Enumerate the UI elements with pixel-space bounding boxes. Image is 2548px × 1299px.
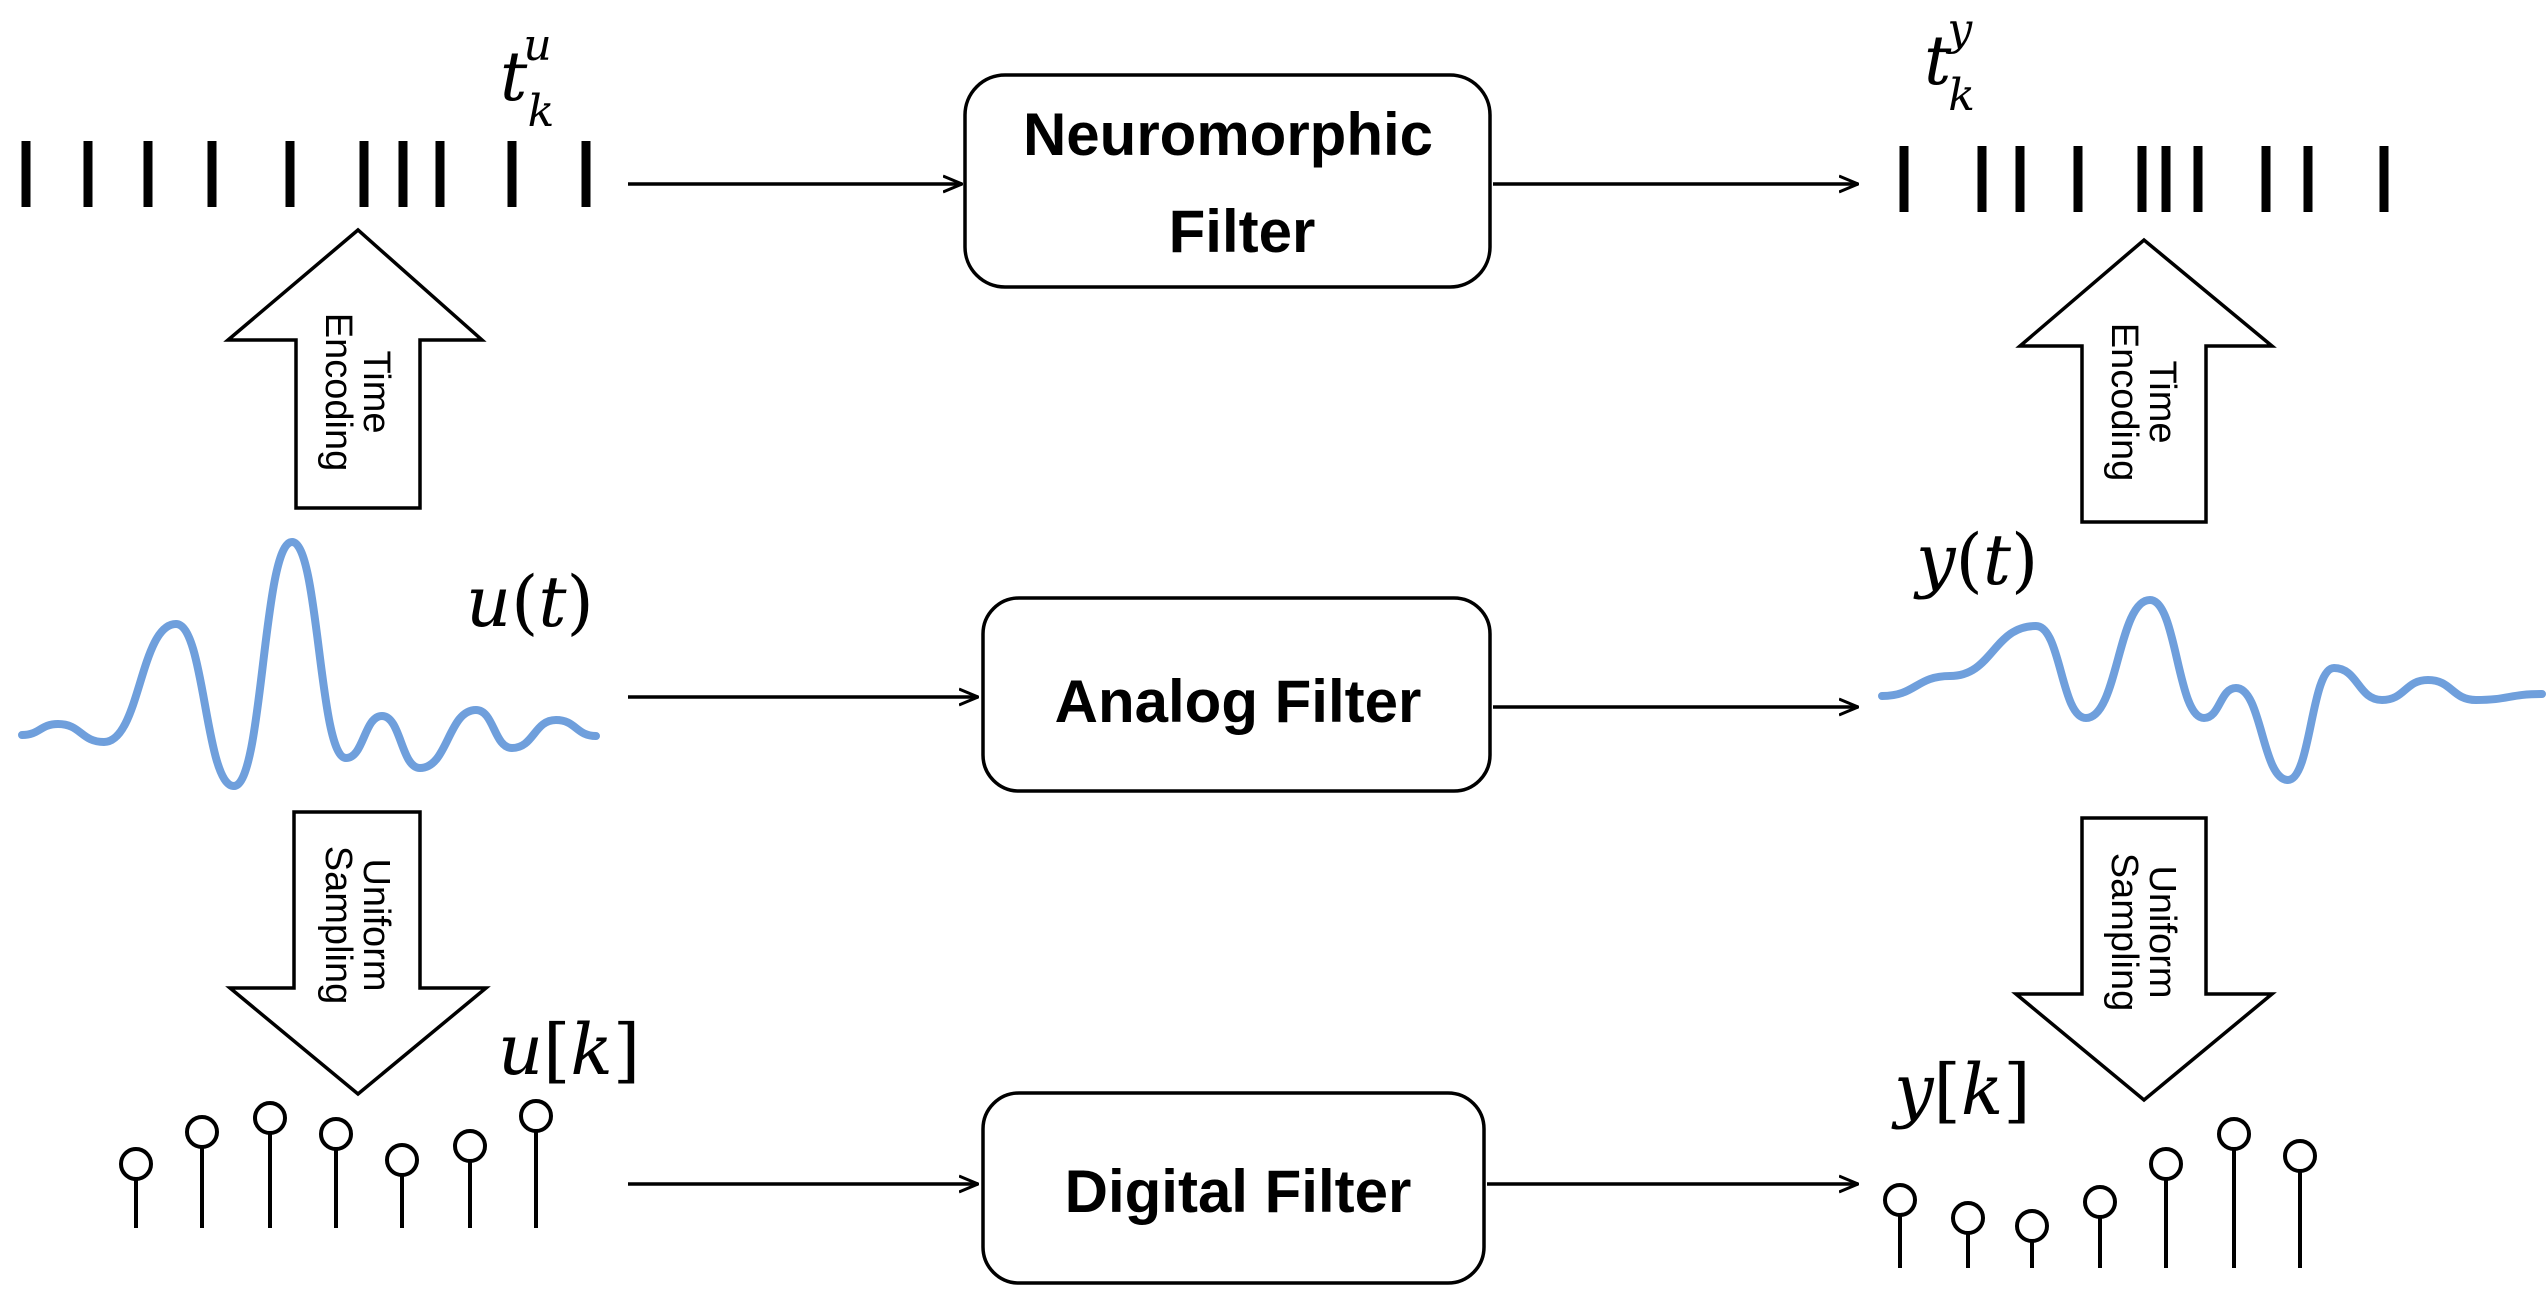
output-sample-4 — [2083, 1185, 2117, 1268]
input-spike-train — [21, 141, 591, 207]
uniform-sampling-arrow-right: Uniform Sampling — [2011, 816, 2277, 1103]
uniform-sampling-right-label-line1: Uniform — [2141, 865, 2183, 998]
input-sample-7 — [519, 1099, 553, 1228]
output-sample-stems — [1883, 1117, 2317, 1268]
output-analog-waveform — [1878, 596, 2546, 784]
uniform-sampling-label-line1: Uniform — [355, 858, 397, 991]
uniform-sampling-arrow-left: Uniform Sampling — [225, 810, 491, 1097]
time-encoding-label-line1: Time — [355, 350, 397, 433]
output-sample-1 — [1883, 1183, 1917, 1268]
input-sample-2 — [185, 1115, 219, 1228]
digital-filter-box: Digital Filter — [981, 1091, 1486, 1285]
label-analog-output: y(t) — [1913, 519, 2038, 601]
time-encoding-right-label-line2: Encoding — [2103, 323, 2145, 481]
input-sample-3 — [253, 1101, 287, 1228]
time-encoding-arrow-right: Time Encoding — [2015, 237, 2277, 524]
output-spike-train — [1899, 146, 2389, 212]
label-digital-output: y[k] — [1891, 1049, 2031, 1131]
neuromorphic-filter-label-line2: Filter — [1169, 198, 1316, 265]
output-sample-3 — [2015, 1209, 2049, 1268]
time-encoding-label-line2: Encoding — [317, 313, 359, 471]
analog-filter-label: Analog Filter — [1055, 668, 1422, 735]
label-analog-input: u(t) — [466, 561, 594, 643]
input-analog-waveform — [18, 538, 600, 790]
time-encoding-right-label-line1: Time — [2141, 360, 2183, 443]
output-sample-5 — [2149, 1147, 2183, 1268]
analog-filter-box: Analog Filter — [981, 596, 1492, 793]
uniform-sampling-right-label-line2: Sampling — [2103, 853, 2145, 1011]
output-sample-7 — [2283, 1139, 2317, 1268]
input-sample-1 — [119, 1147, 153, 1228]
digital-filter-label: Digital Filter — [1065, 1158, 1412, 1225]
neuromorphic-filter-label-line1: Neuromorphic — [1023, 101, 1433, 168]
time-encoding-arrow-left: Time Encoding — [223, 227, 487, 510]
neuromorphic-filter-box: Neuromorphic Filter — [963, 73, 1492, 289]
input-sample-6 — [453, 1129, 487, 1228]
output-sample-6 — [2217, 1117, 2251, 1268]
uniform-sampling-label-line2: Sampling — [317, 846, 359, 1004]
label-digital-input: u[k] — [498, 1009, 640, 1091]
input-sample-stems — [119, 1099, 553, 1228]
output-sample-2 — [1951, 1201, 1985, 1268]
input-sample-5 — [385, 1143, 419, 1228]
input-sample-4 — [319, 1117, 353, 1228]
